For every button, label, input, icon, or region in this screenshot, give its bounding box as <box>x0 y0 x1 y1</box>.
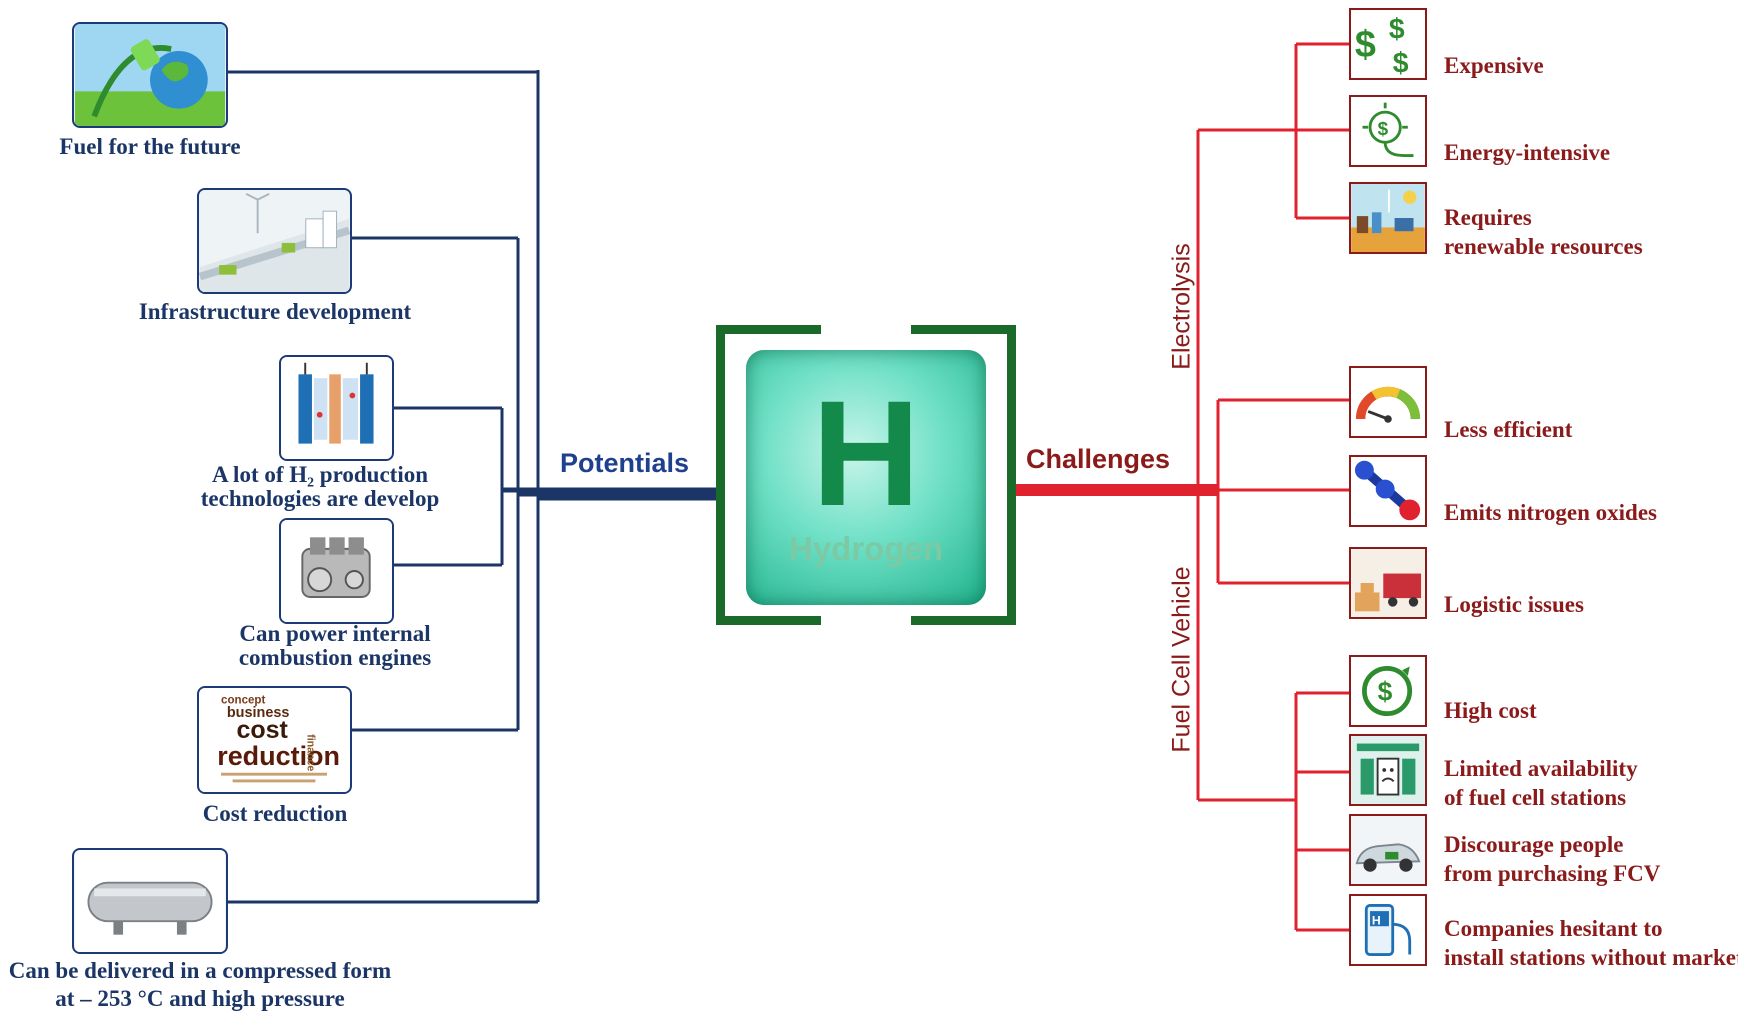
challenge-label-renewable: Requires renewable resources <box>1444 205 1643 259</box>
less-efficient-image <box>1349 366 1427 438</box>
hydrogen-hub: H Hydrogen <box>716 325 1016 625</box>
electrolysis-group-label: Electrolysis <box>1167 243 1196 370</box>
infrastructure-image <box>197 188 352 294</box>
potential-label-2: Infrastructure development <box>138 299 412 324</box>
challenge-label-nitrogen-oxides: Emits nitrogen oxides <box>1444 500 1657 525</box>
expensive-image: $ $ $ <box>1349 8 1427 80</box>
nitrogen-oxides-image <box>1349 455 1427 527</box>
svg-text:$: $ <box>1355 24 1376 66</box>
electrolyzer-schematic-icon <box>281 357 392 459</box>
gauge-icon <box>1351 368 1425 436</box>
element-name: Hydrogen <box>788 530 943 567</box>
compressed-tank-image <box>72 848 228 954</box>
potentials-connectors <box>228 70 720 904</box>
limited-stations-image <box>1349 734 1427 806</box>
high-cost-image: $ <box>1349 655 1427 727</box>
globe-fuel-nozzle-icon <box>74 24 226 126</box>
cloud-word-4: reduction <box>217 741 340 771</box>
challenge-label-energy-intensive: Energy-intensive <box>1444 140 1611 165</box>
challenge-label-discourage: Discourage people from purchasing FCV <box>1444 832 1661 886</box>
cloud-word-5: finance <box>305 734 317 771</box>
svg-text:$: $ <box>1389 13 1405 45</box>
logistic-issues-image <box>1349 547 1427 619</box>
cloud-word-1: concept <box>221 694 265 706</box>
renewable-landscape-icon <box>1351 184 1425 252</box>
energy-intensive-image: $ <box>1349 95 1427 167</box>
hydrogen-element-tile: H Hydrogen <box>746 350 986 605</box>
word-cloud-icon: concept business cost reduction finance <box>199 688 350 792</box>
svg-text:H: H <box>1372 913 1381 927</box>
dollar-cycle-icon: $ <box>1351 657 1425 725</box>
potential-label-1: Fuel for the future <box>59 134 241 159</box>
hub-bracket-right <box>911 325 1016 625</box>
fcv-car-icon <box>1351 816 1425 884</box>
wind-turbine-city-icon <box>199 190 350 292</box>
potential-label-3: A lot of H₂ production technologies are … <box>200 462 440 511</box>
fuel-cell-vehicle-group-label: Fuel Cell Vehicle <box>1167 566 1196 753</box>
logistics-truck-icon <box>1351 549 1425 617</box>
discourage-purchase-image <box>1349 814 1427 886</box>
challenge-label-logistic: Logistic issues <box>1444 592 1584 617</box>
challenge-label-limited-availability: Limited availability of fuel cell statio… <box>1444 756 1638 810</box>
cloud-word-3: cost <box>236 716 288 744</box>
challenges-label: Challenges <box>1026 444 1171 474</box>
energy-bulb-icon: $ <box>1351 97 1425 165</box>
challenge-label-expensive: Expensive <box>1444 53 1544 78</box>
element-symbol: H <box>811 369 921 537</box>
renewable-resources-image <box>1349 182 1427 254</box>
svg-text:$: $ <box>1378 676 1393 706</box>
potentials-label: Potentials <box>560 448 690 478</box>
challenges-connectors <box>1012 42 1349 932</box>
dollar-signs-icon: $ $ $ <box>1351 10 1425 78</box>
svg-text:$: $ <box>1378 119 1389 140</box>
cost-reduction-image: concept business cost reduction finance <box>197 686 352 794</box>
potential-label-5: Cost reduction <box>202 801 348 826</box>
cryogenic-tank-icon <box>74 850 226 952</box>
engine-icon <box>281 520 392 622</box>
cloud-word-2: business <box>227 705 290 721</box>
fuel-future-image <box>72 22 228 128</box>
potential-label-4: Can power internal combustion engines <box>238 621 432 670</box>
challenge-label-high-cost: High cost <box>1444 698 1537 723</box>
challenge-label-companies-hesitant: Companies hesitant to install stations w… <box>1444 916 1738 970</box>
challenge-label-less-efficient: Less efficient <box>1444 417 1573 442</box>
svg-text:$: $ <box>1393 47 1409 78</box>
potential-label-6: Can be delivered in a compressed form at… <box>8 958 392 1011</box>
hydrogen-pump-icon: H <box>1351 896 1425 964</box>
fuel-cell-image <box>279 355 394 461</box>
hub-bracket-left <box>716 325 821 625</box>
engine-image <box>279 518 394 624</box>
molecule-icon <box>1351 457 1425 525</box>
sad-fuel-station-icon <box>1351 736 1425 804</box>
companies-hesitant-image: H <box>1349 894 1427 966</box>
